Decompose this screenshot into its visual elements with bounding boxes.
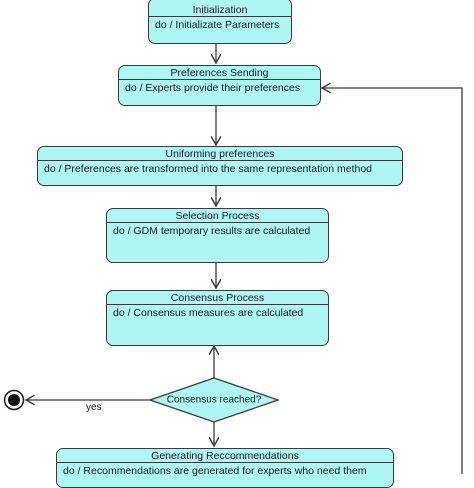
state-action: do / Initializate Parameters: [155, 19, 280, 31]
state-action: do / Recommendations are generated for e…: [63, 465, 367, 477]
state-name: Initialization: [149, 0, 291, 17]
state-action: do / GDM temporary results are calculate…: [113, 225, 311, 237]
state-consensus-process: Consensus Process do / Consensus measure…: [106, 290, 329, 346]
state-action: do / Consensus measures are calculated: [113, 307, 304, 319]
state-name: Uniforming preferences: [38, 147, 402, 161]
state-name: Preferences Sending: [119, 66, 320, 80]
final-node-inner: [8, 394, 20, 406]
activity-diagram-connectors: [3, 44, 463, 474]
edge-label-yes: yes: [86, 402, 102, 413]
decision-diamond: [148, 377, 280, 423]
state-preferences-sending: Preferences Sending do / Experts provide…: [118, 65, 321, 106]
decision-label: Consensus reached?: [166, 394, 262, 406]
state-action: do / Preferences are transformed into th…: [44, 163, 373, 175]
state-initialization: Initialization do / Initializate Paramet…: [148, 0, 292, 44]
state-selection-process: Selection Process do / GDM temporary res…: [106, 208, 329, 263]
state-generating-recommendations: Generating Reccommendations do / Recomme…: [56, 448, 394, 488]
state-name: Generating Reccommendations: [57, 449, 393, 463]
state-name: Consensus Process: [107, 291, 328, 305]
state-uniforming-preferences: Uniforming preferences do / Preferences …: [37, 146, 403, 186]
edge-loop-back: [322, 88, 463, 474]
state-action: do / Experts provide their preferences: [125, 82, 301, 94]
state-name: Selection Process: [107, 209, 328, 223]
